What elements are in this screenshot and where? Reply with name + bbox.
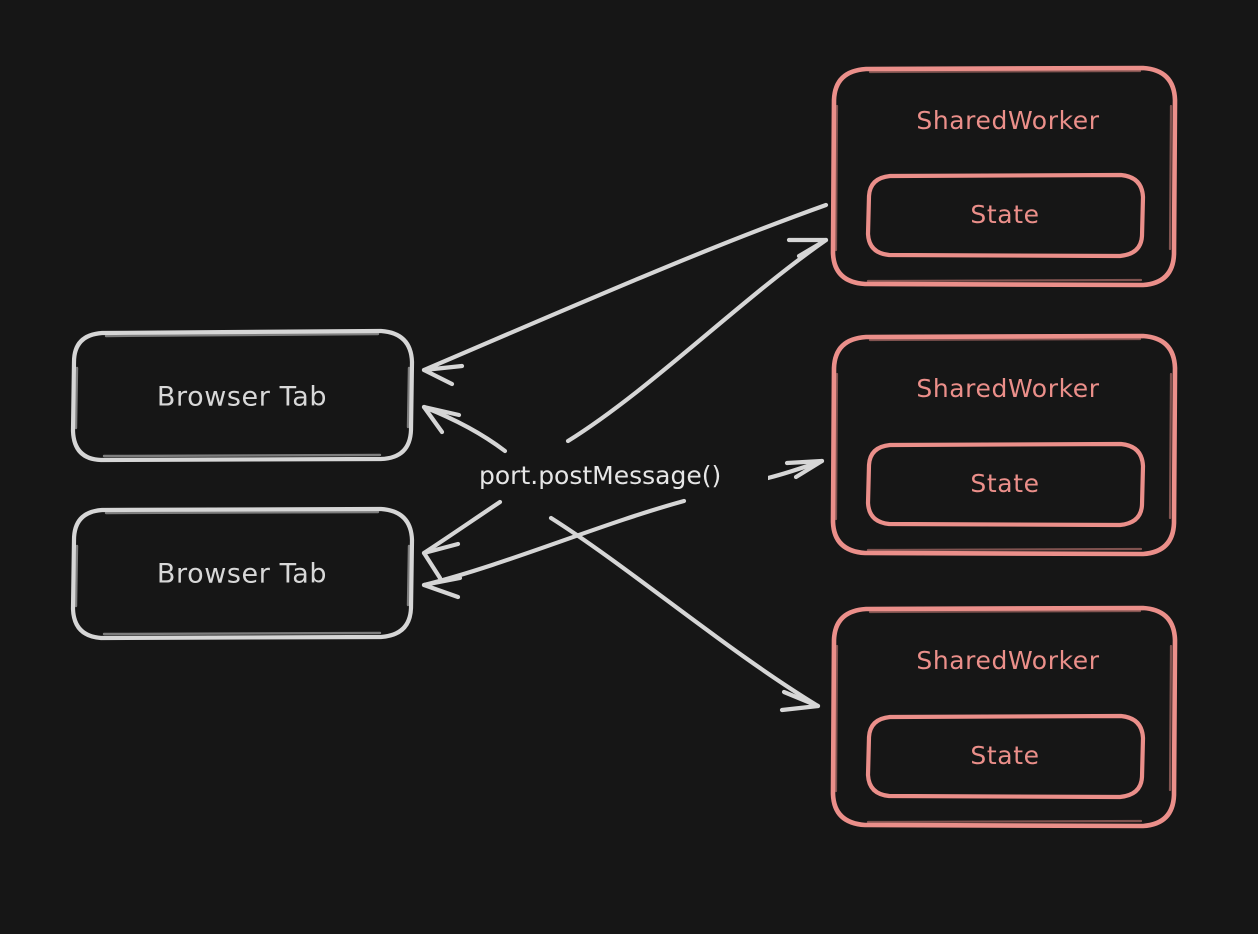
edge-worker3-to-tab2 — [421, 498, 687, 600]
worker-node-3[interactable]: SharedWorker State — [830, 605, 1178, 829]
worker-3-box-sketch — [834, 609, 1173, 824]
worker-1-state[interactable]: State — [865, 172, 1146, 259]
edge-hub-to-tab1 — [421, 404, 508, 454]
worker-1-state-label: State — [970, 200, 1039, 229]
worker-3-label: SharedWorker — [916, 646, 1099, 675]
tab-node-2[interactable]: Browser Tab — [70, 506, 415, 641]
edge-hub-to-tab2-upper — [421, 499, 503, 581]
edge-hub-to-worker1 — [565, 237, 829, 444]
edge-hub-to-worker2 — [765, 458, 825, 481]
tab-1-label: Browser Tab — [157, 382, 327, 413]
worker-1-box-sketch — [834, 69, 1173, 283]
edge-worker1-to-tab1 — [421, 202, 829, 387]
worker-node-2[interactable]: SharedWorker State — [830, 333, 1178, 557]
tab-1-box[interactable] — [70, 328, 415, 463]
worker-2-state-label: State — [970, 469, 1039, 498]
tab-2-box-sketch — [74, 510, 411, 636]
tab-2-label: Browser Tab — [157, 559, 327, 590]
worker-2-state[interactable]: State — [865, 441, 1146, 528]
worker-2-box[interactable] — [830, 333, 1178, 557]
worker-1-label: SharedWorker — [916, 106, 1099, 135]
worker-2-box-sketch — [834, 337, 1173, 552]
edge-label-post-message: port.postMessage() — [479, 461, 721, 490]
worker-1-box[interactable] — [830, 65, 1178, 288]
worker-3-box[interactable] — [830, 605, 1178, 829]
tab-2-box[interactable] — [70, 506, 415, 641]
worker-1-state-box[interactable] — [865, 172, 1146, 259]
worker-3-state-label: State — [970, 741, 1039, 770]
worker-3-state[interactable]: State — [865, 713, 1146, 800]
worker-node-1[interactable]: SharedWorker State — [830, 65, 1178, 288]
worker-3-state-box[interactable] — [865, 713, 1146, 800]
tab-node-1[interactable]: Browser Tab — [70, 328, 415, 463]
worker-2-label: SharedWorker — [916, 374, 1099, 403]
edge-label-backdrop — [474, 457, 768, 497]
tab-1-box-sketch — [74, 332, 411, 458]
worker-2-state-box[interactable] — [865, 441, 1146, 528]
edges-layer — [421, 202, 829, 713]
edge-label-group: port.postMessage() — [474, 457, 768, 497]
edge-hub-to-worker3 — [548, 515, 821, 713]
